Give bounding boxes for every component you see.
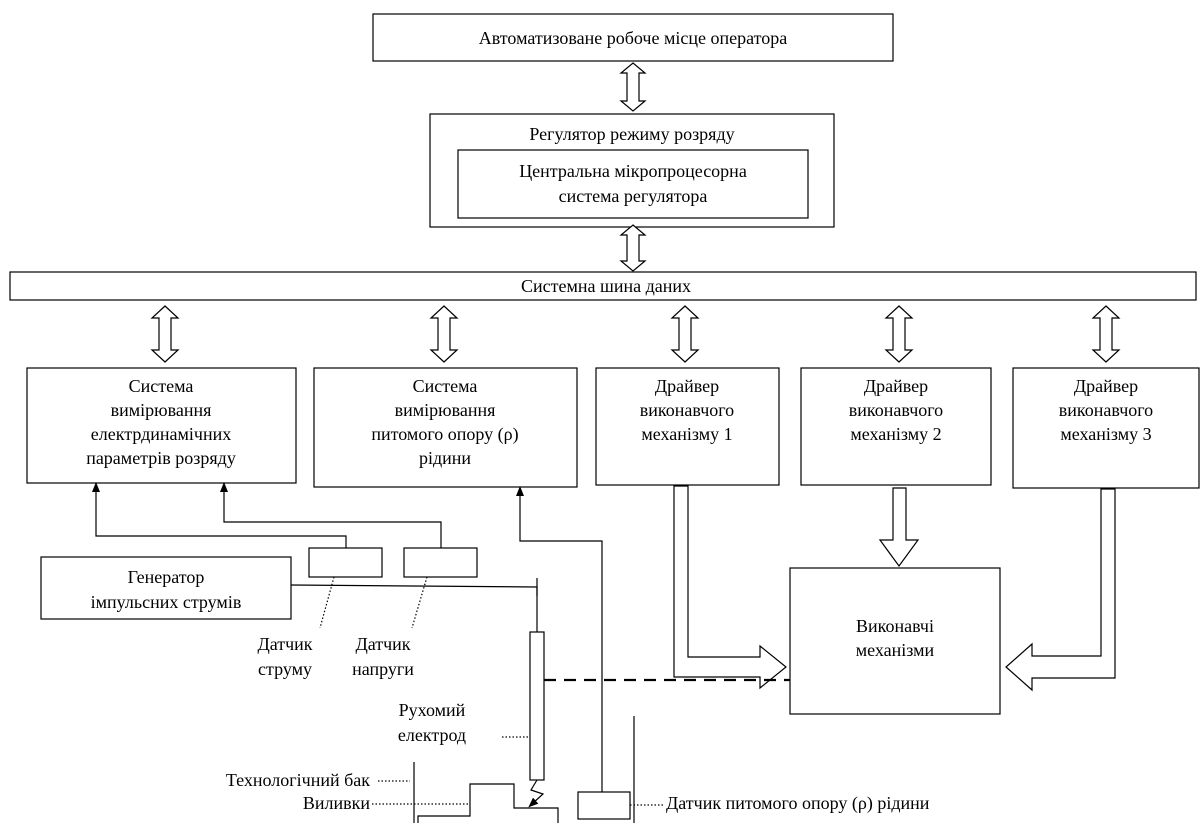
voltage-sensor-label-line1: Датчик: [355, 634, 410, 654]
rho-sensor-feedback-line: [516, 486, 603, 792]
discharge-spark-icon: [528, 779, 545, 808]
driver-3-block: Драйвер виконавчого механізму 3: [1012, 367, 1200, 489]
actuators-block: Виконавчі механізми: [789, 567, 1001, 715]
driver1-line1: Драйвер: [655, 376, 719, 396]
measurement-system-resistivity-block: Система вимірювання питомого опору (ρ) р…: [313, 367, 578, 488]
meas2-line4: рідини: [419, 448, 471, 468]
current-sensor-box: [308, 547, 383, 578]
current-sensor-label-line2: струму: [258, 659, 312, 679]
tank-label: Технологічний бак: [226, 770, 370, 790]
electrode-label-line1: Рухомий: [399, 700, 466, 720]
arm-regulator-double-arrow: [619, 62, 647, 112]
meas1-line4: параметрів розряду: [86, 448, 236, 468]
movable-electrode: [529, 631, 545, 781]
current-sensor-leader: [319, 576, 335, 629]
driver1-line3: механізму 1: [641, 424, 732, 444]
generator-line2: імпульсних струмів: [91, 592, 242, 612]
cpu-label-line1: Центральна мікропроцесорна: [519, 161, 747, 181]
driver-1-block: Драйвер виконавчого механізму 1: [595, 367, 780, 486]
voltage-sensor-box: [403, 547, 478, 578]
system-bus: Системна шина даних: [9, 271, 1197, 301]
cpu-block: [457, 149, 809, 219]
regulator-title: Регулятор режиму розряду: [529, 124, 734, 144]
actuators-line1: Виконавчі: [856, 616, 934, 636]
system-bus-label: Системна шина даних: [521, 276, 691, 296]
meas1-line2: вимірювання: [111, 400, 212, 420]
castings-shape: [417, 783, 559, 823]
current-sensor-label-line1: Датчик: [257, 634, 312, 654]
regulator-bus-double-arrow: [619, 224, 647, 272]
operator-workstation-label: Автоматизоване робоче місце оператора: [479, 28, 788, 48]
meas1-line1: Система: [129, 376, 194, 396]
meas2-line3: питомого опору (ρ): [371, 424, 518, 445]
actuators-line2: механізми: [856, 640, 935, 660]
rho-sensor-label: Датчик питомого опору (ρ) рідини: [666, 793, 930, 814]
driver1-to-actuators-arrow: [673, 485, 787, 690]
electrode-label-line2: електрод: [398, 725, 466, 745]
castings-label: Виливки: [303, 793, 370, 813]
driver1-line2: виконавчого: [640, 400, 734, 420]
regulator-block: Регулятор режиму розряду Центральна мікр…: [429, 113, 835, 228]
voltage-sensor-feedback-line: [220, 482, 442, 548]
meas2-line2: вимірювання: [395, 400, 496, 420]
voltage-sensor-label-line2: напруги: [352, 659, 414, 679]
voltage-sensor-leader: [411, 576, 428, 629]
rho-sensor-box: [577, 791, 631, 820]
bus-arrow-driver1: [670, 305, 700, 363]
bus-arrow-meas2: [429, 305, 459, 363]
operator-workstation-block: Автоматизоване робоче місце оператора: [372, 13, 894, 62]
generator-output-line: [290, 584, 538, 632]
bus-arrow-meas1: [150, 305, 180, 363]
bus-arrow-driver2: [884, 305, 914, 363]
driver3-to-actuators-arrow: [1005, 488, 1116, 692]
measurement-system-electrodynamic-block: Система вимірювання електрдинамічних пар…: [26, 367, 297, 484]
driver3-line2: виконавчого: [1059, 400, 1153, 420]
pulse-generator-block: Генератор імпульсних струмів: [40, 556, 292, 620]
cpu-label-line2: система регулятора: [559, 186, 708, 206]
meas1-line3: електрдинамічних: [91, 424, 231, 444]
current-sensor-feedback-line: [92, 482, 347, 548]
driver2-to-actuators-arrow: [878, 487, 920, 568]
driver3-line3: механізму 3: [1060, 424, 1151, 444]
driver2-line2: виконавчого: [849, 400, 943, 420]
driver3-line1: Драйвер: [1074, 376, 1138, 396]
bus-arrow-driver3: [1091, 305, 1121, 363]
driver2-line3: механізму 2: [850, 424, 941, 444]
driver2-line1: Драйвер: [864, 376, 928, 396]
generator-line1: Генератор: [128, 567, 205, 587]
meas2-line1: Система: [413, 376, 478, 396]
driver-2-block: Драйвер виконавчого механізму 2: [800, 367, 992, 486]
